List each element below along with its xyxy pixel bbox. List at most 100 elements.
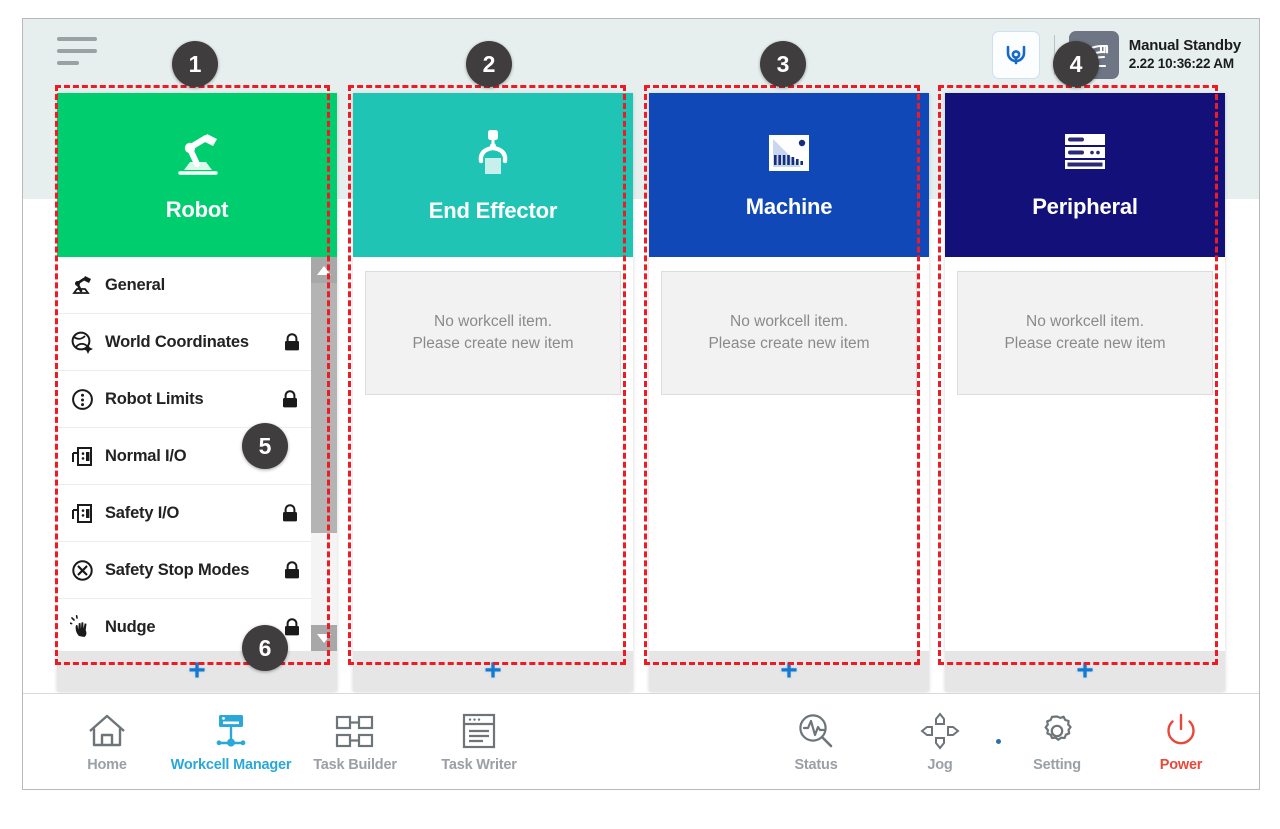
- lock-icon: [281, 503, 299, 523]
- hamburger-menu-icon[interactable]: [57, 34, 101, 68]
- header-status-area: Manual Standby 2.22 10:36:22 AM: [991, 31, 1241, 79]
- menu-item-world-coordinates[interactable]: World Coordinates: [57, 314, 311, 371]
- column-body-end-effector: No workcell item. Please create new item: [353, 257, 633, 651]
- menu-label: Normal I/O: [105, 446, 187, 465]
- add-end-effector-item-button[interactable]: +: [353, 651, 633, 691]
- menu-label: Safety I/O: [105, 503, 180, 522]
- workcell-column-peripheral: Peripheral No workcell item. Please crea…: [945, 93, 1225, 691]
- workcell-columns: Robot: [23, 93, 1259, 691]
- hamburger-line-3: [57, 61, 79, 65]
- menu-label: Nudge: [105, 617, 156, 636]
- scroll-up-arrow-icon[interactable]: [311, 257, 337, 283]
- empty-line-1: No workcell item.: [730, 313, 848, 330]
- column-body-robot: General World Coordinat: [57, 257, 337, 651]
- bottom-nav-left-group: Home: [23, 696, 541, 788]
- menu-label: Safety Stop Modes: [105, 560, 250, 579]
- nav-label: Task Builder: [313, 757, 397, 773]
- annotation-badge-1: 1: [172, 41, 218, 87]
- column-title-end-effector: End Effector: [428, 197, 558, 223]
- annotation-badge-6: 6: [242, 625, 288, 671]
- empty-line-1: No workcell item.: [434, 313, 552, 330]
- workcell-column-machine: Machine No workcell item. Please create …: [649, 93, 929, 691]
- scrollbar-thumb[interactable]: [311, 283, 337, 533]
- workcell-column-end-effector: End Effector No workcell item. Please cr…: [353, 93, 633, 691]
- nav-label: Setting: [1033, 757, 1081, 773]
- plus-icon: +: [1076, 654, 1094, 687]
- menu-label: Robot Limits: [105, 389, 204, 408]
- plus-icon: +: [188, 654, 206, 687]
- empty-placeholder: No workcell item. Please create new item: [957, 271, 1213, 395]
- task-writer-icon: [461, 710, 497, 750]
- normal-io-icon: [69, 443, 95, 469]
- menu-item-safety-io[interactable]: Safety I/O: [57, 485, 311, 542]
- add-robot-item-button[interactable]: +: [57, 651, 337, 691]
- plus-icon: +: [780, 654, 798, 687]
- column-header-machine[interactable]: Machine: [649, 93, 929, 257]
- menu-item-general[interactable]: General: [57, 257, 311, 314]
- nav-item-task-writer[interactable]: Task Writer: [417, 696, 541, 788]
- robot-settings-menu: General World Coordinat: [57, 257, 337, 651]
- add-machine-item-button[interactable]: +: [649, 651, 929, 691]
- nudge-hand-icon: [69, 614, 95, 640]
- empty-placeholder: No workcell item. Please create new item: [365, 271, 621, 395]
- plus-icon: +: [484, 654, 502, 687]
- peripheral-rack-icon: [1059, 131, 1111, 180]
- annotation-badge-4: 4: [1053, 41, 1099, 87]
- hamburger-line-2: [57, 49, 97, 53]
- task-builder-icon: [334, 710, 376, 750]
- annotation-badge-2: 2: [466, 41, 512, 87]
- collaborative-robot-mode-icon[interactable]: [991, 31, 1040, 79]
- nav-item-status[interactable]: Status: [754, 696, 878, 788]
- menu-item-robot-limits[interactable]: Robot Limits: [57, 371, 311, 428]
- nav-dot-separator: [996, 739, 1001, 744]
- robot-arm-small-icon: [69, 272, 95, 298]
- nav-label: Jog: [927, 757, 953, 773]
- lock-icon: [283, 560, 301, 580]
- annotation-badge-5: 5: [242, 423, 288, 469]
- robot-arm-icon: [170, 128, 224, 183]
- nav-item-home[interactable]: Home: [45, 696, 169, 788]
- scroll-down-arrow-icon[interactable]: [311, 625, 337, 651]
- bottom-nav-right-group: Status Jog: [754, 696, 1259, 788]
- nav-item-setting[interactable]: Setting: [995, 696, 1119, 788]
- nav-item-power[interactable]: Power: [1119, 696, 1243, 788]
- status-timestamp: 2.22 10:36:22 AM: [1128, 55, 1234, 71]
- workcell-manager-icon: [210, 710, 252, 750]
- gear-icon: [1037, 710, 1077, 750]
- menu-item-nudge[interactable]: Nudge: [57, 599, 311, 651]
- menu-item-normal-io[interactable]: Normal I/O: [57, 428, 311, 485]
- empty-line-1: No workcell item.: [1026, 313, 1144, 330]
- column-header-end-effector[interactable]: End Effector: [353, 93, 633, 257]
- column-title-robot: Robot: [165, 196, 229, 222]
- workcell-column-robot: Robot: [57, 93, 337, 691]
- bottom-navigation-bar: Home: [23, 693, 1259, 789]
- nav-item-task-builder[interactable]: Task Builder: [293, 696, 417, 788]
- lock-icon: [281, 389, 299, 409]
- column-header-peripheral[interactable]: Peripheral: [945, 93, 1225, 257]
- jog-dpad-icon: [920, 710, 960, 750]
- annotation-badge-3: 3: [760, 41, 806, 87]
- add-peripheral-item-button[interactable]: +: [945, 651, 1225, 691]
- empty-placeholder: No workcell item. Please create new item: [661, 271, 917, 395]
- machine-icon: [765, 131, 813, 180]
- menu-item-safety-stop-modes[interactable]: Safety Stop Modes: [57, 542, 311, 599]
- empty-line-2: Please create new item: [1004, 335, 1166, 352]
- menu-scrollbar[interactable]: [311, 257, 337, 651]
- status-title: Manual Standby: [1128, 37, 1241, 55]
- robot-limits-icon: [69, 386, 95, 412]
- nav-item-workcell-manager[interactable]: Workcell Manager: [169, 696, 293, 788]
- safety-stop-modes-icon: [69, 557, 95, 583]
- empty-line-2: Please create new item: [708, 335, 870, 352]
- world-coordinates-icon: [69, 329, 95, 355]
- column-header-robot[interactable]: Robot: [57, 93, 337, 257]
- empty-line-2: Please create new item: [412, 335, 574, 352]
- gripper-icon: [468, 127, 518, 184]
- nav-item-jog[interactable]: Jog: [878, 696, 1002, 788]
- status-scope-icon: [796, 710, 836, 750]
- nav-label: Home: [87, 757, 127, 773]
- column-title-peripheral: Peripheral: [1032, 193, 1138, 219]
- column-body-peripheral: No workcell item. Please create new item: [945, 257, 1225, 651]
- home-icon: [87, 710, 127, 750]
- lock-icon: [283, 332, 301, 352]
